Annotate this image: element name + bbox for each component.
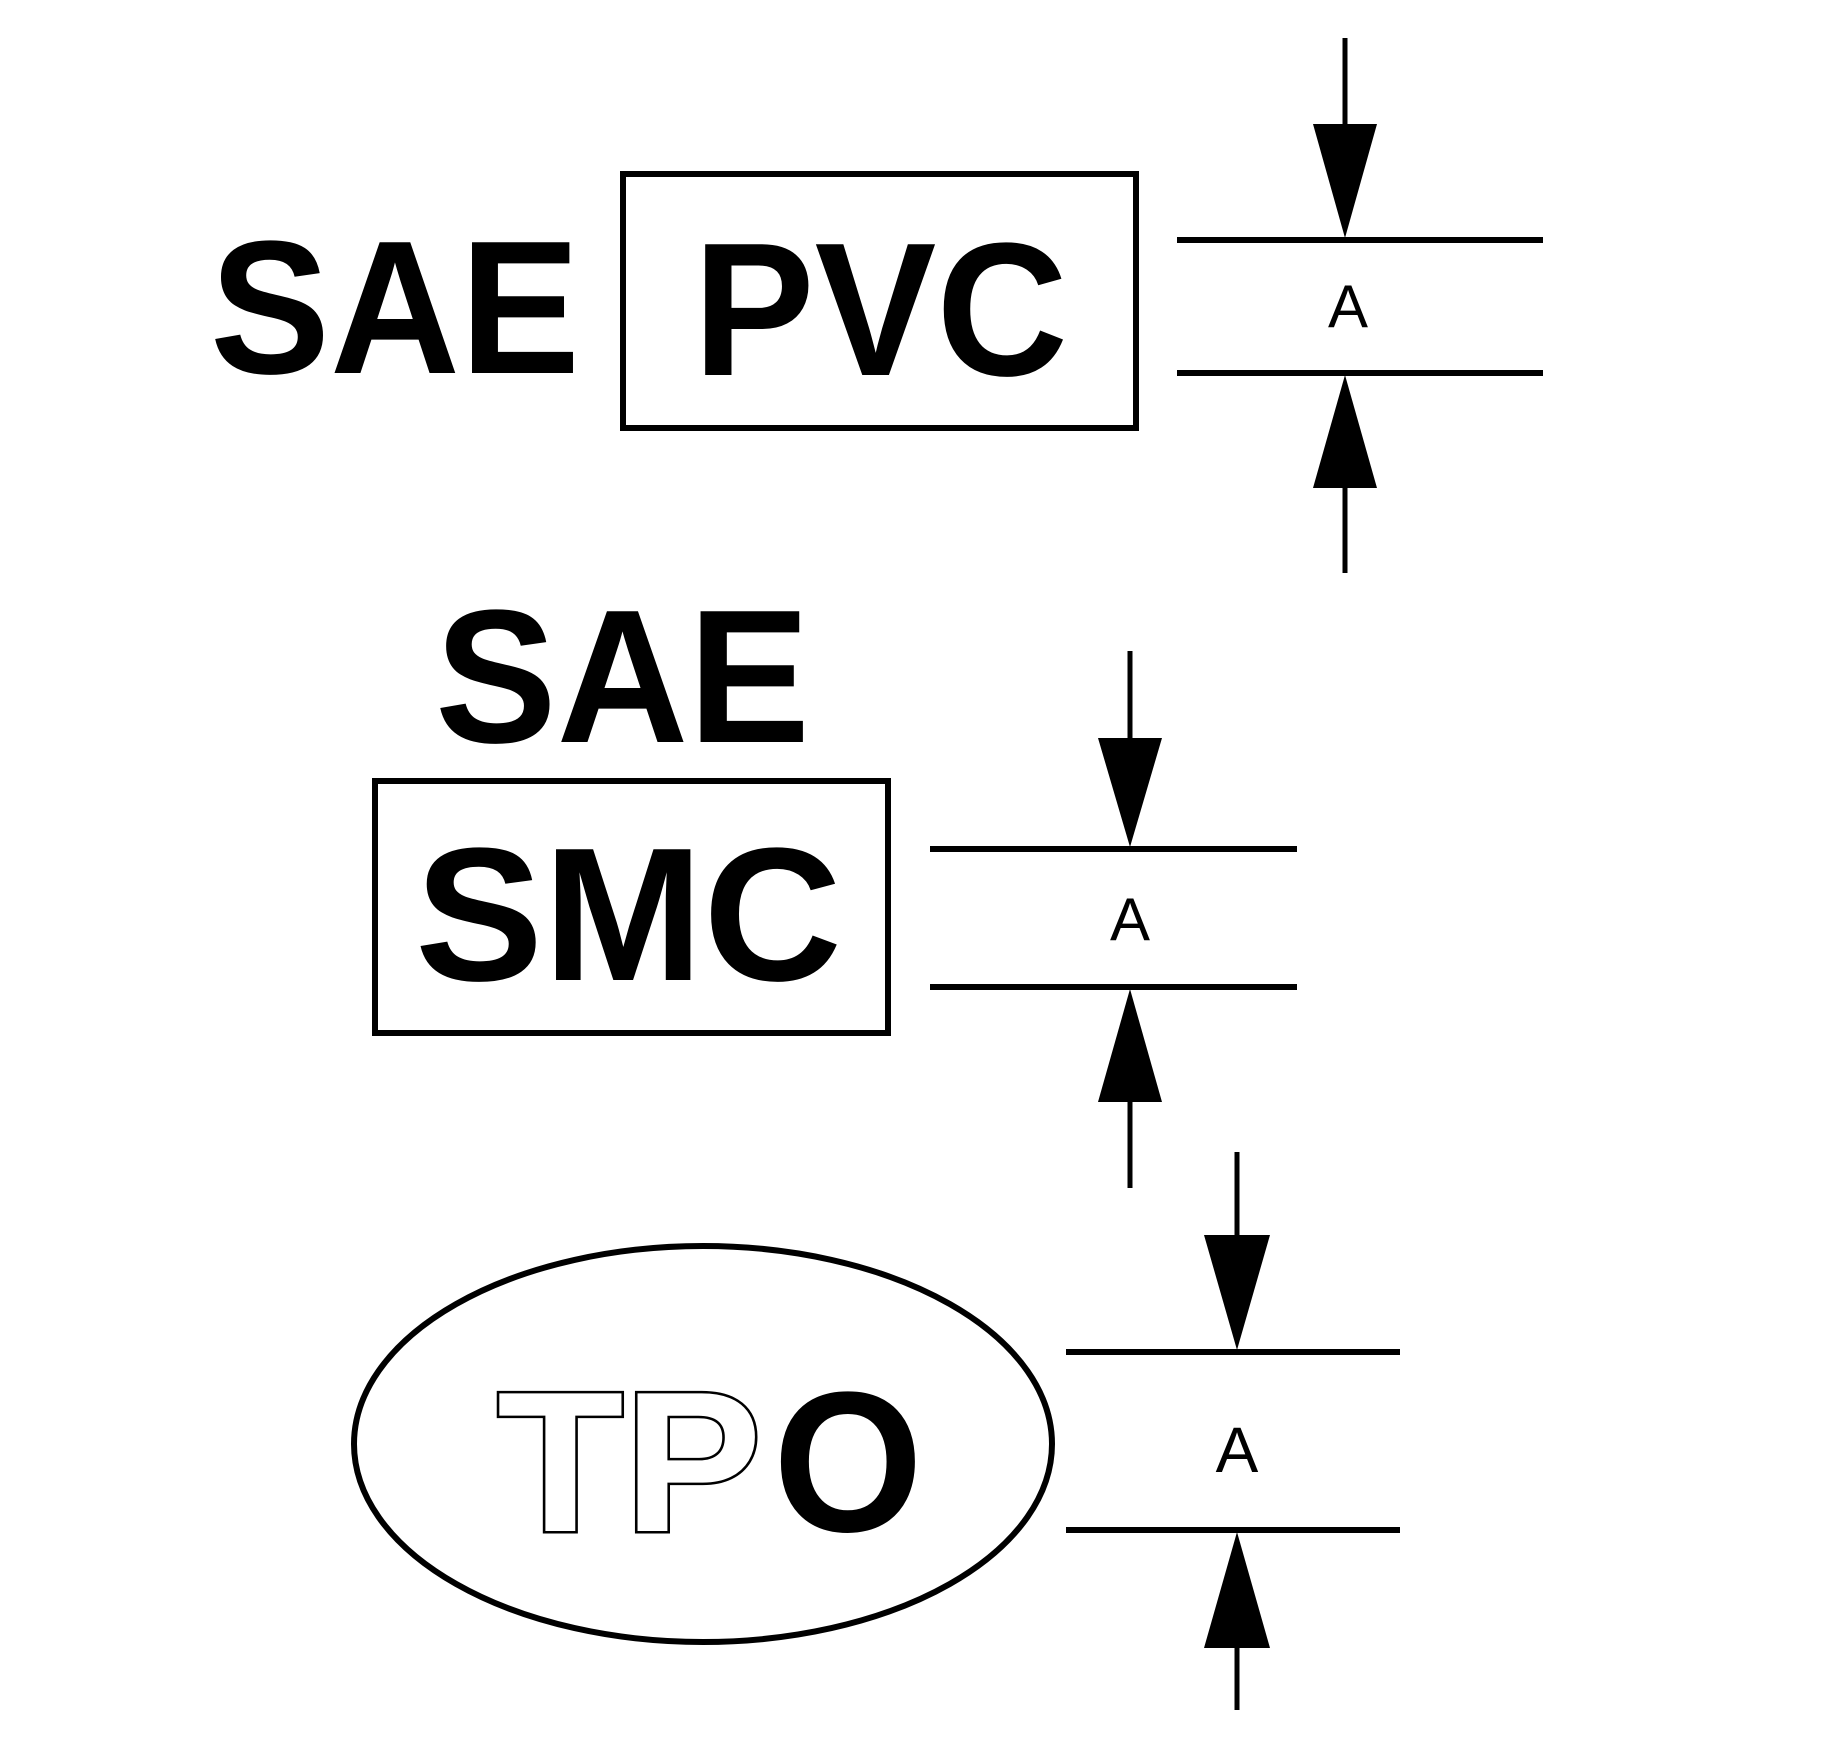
pvc-dimension-down-arrow-icon: [1313, 124, 1377, 238]
tpo-frame: [351, 1243, 1055, 1645]
pvc-frame: [620, 171, 1139, 431]
tpo-dimension-down-arrow-icon: [1204, 1235, 1270, 1350]
smc-dimension-down-arrow-icon: [1098, 738, 1162, 847]
tpo-dimension-up-arrow-icon: [1204, 1532, 1270, 1648]
pvc-dimension: A: [1177, 38, 1543, 573]
smc-dimension-label: A: [1110, 886, 1150, 953]
smc-prefix-label: SAE: [435, 571, 810, 783]
marking-tpo: TP O: [351, 1243, 1055, 1645]
smc-code-label: SMC: [415, 809, 842, 1021]
smc-dimension-up-arrow-icon: [1098, 989, 1162, 1102]
tpo-dimension: A: [1066, 1152, 1400, 1710]
smc-frame: [372, 778, 891, 1036]
tpo-dimension-label: A: [1216, 1414, 1259, 1486]
marking-pvc: SAE PVC: [210, 171, 1139, 431]
smc-dimension: A: [930, 651, 1297, 1188]
pvc-dimension-up-arrow-icon: [1313, 375, 1377, 488]
tpo-code-outline-label: TP: [497, 1351, 762, 1574]
tpo-code-solid-label: O: [773, 1351, 923, 1574]
pvc-prefix-label: SAE: [210, 202, 580, 414]
pvc-code-label: PVC: [693, 204, 1068, 416]
pvc-dimension-label: A: [1328, 273, 1368, 340]
marking-smc: SAE SMC: [372, 571, 891, 1036]
